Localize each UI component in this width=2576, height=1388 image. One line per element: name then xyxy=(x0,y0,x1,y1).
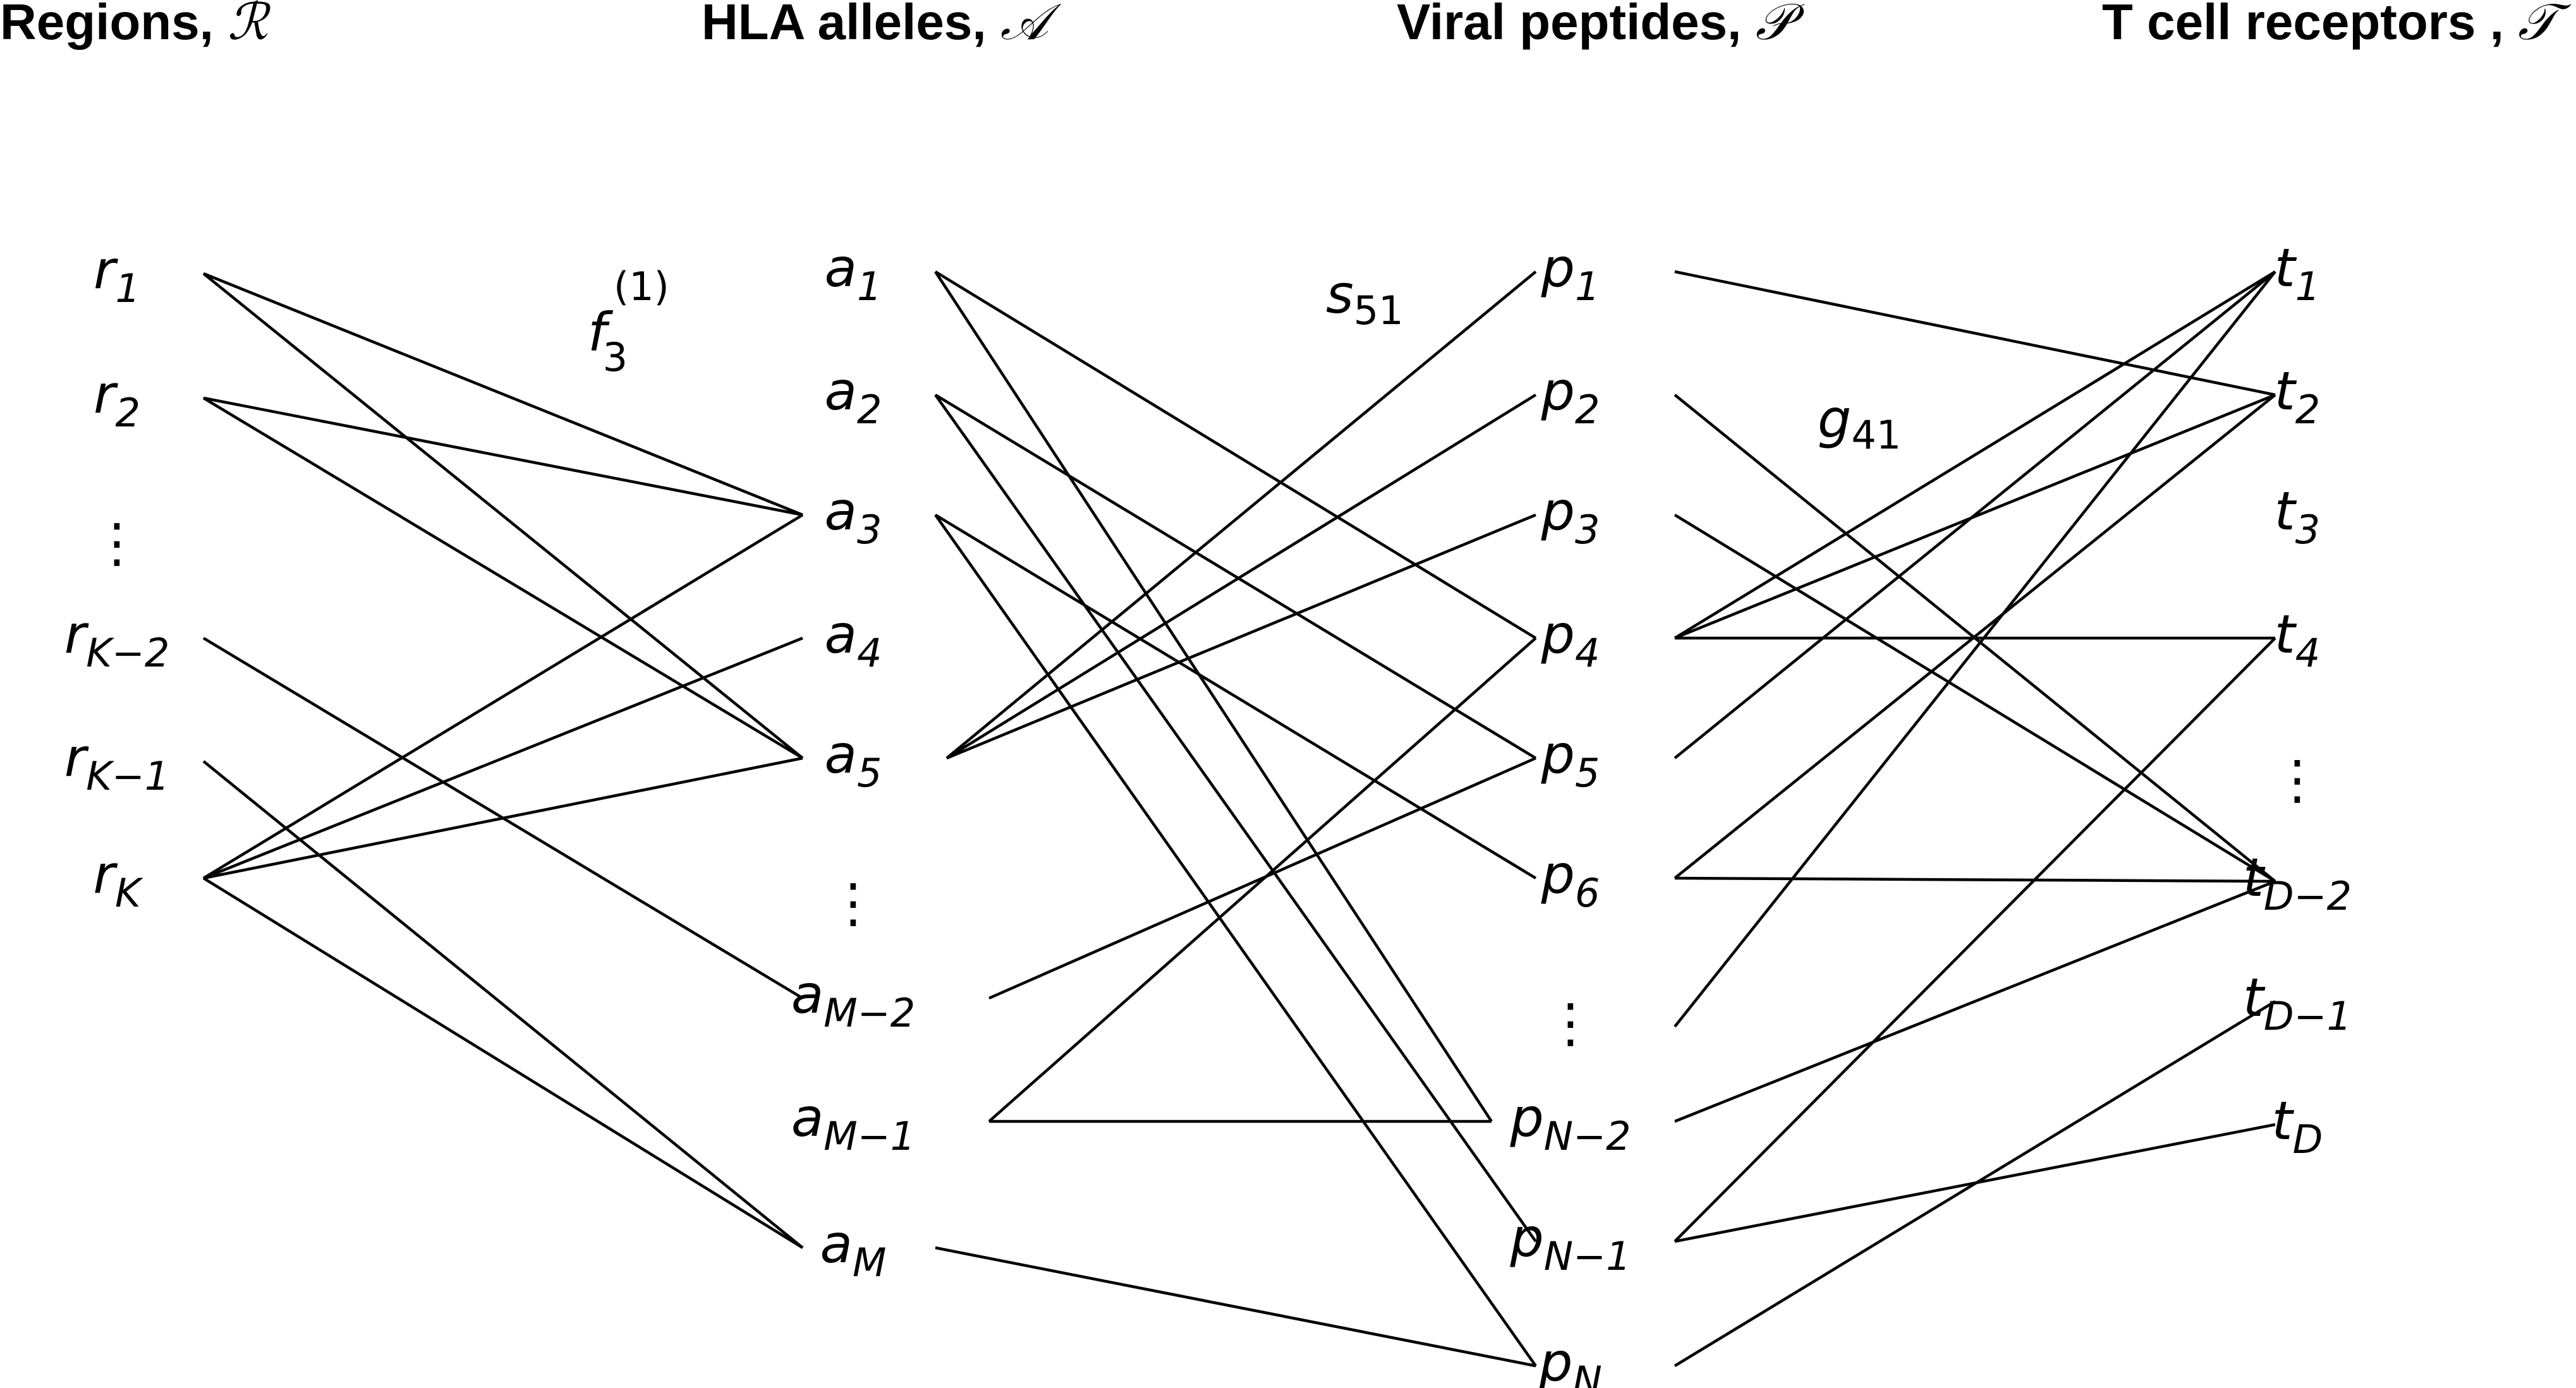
edge-peptides-receptors xyxy=(1674,270,2276,639)
peptides-node: pN−1 xyxy=(1509,1207,1631,1279)
receptors-node: t2 xyxy=(2275,360,2320,433)
receptors-node: t3 xyxy=(2275,480,2320,553)
peptides-node: p5 xyxy=(1541,723,1600,796)
edge-alleles-peptides xyxy=(946,513,1536,760)
alleles-ellipsis: ⋮ xyxy=(827,872,880,934)
peptides-ellipsis: ⋮ xyxy=(1544,992,1597,1054)
alleles-node: aM xyxy=(820,1213,887,1286)
edge-regions-alleles xyxy=(203,272,803,517)
receptors-ellipsis: ⋮ xyxy=(2271,749,2324,811)
peptides-node: p6 xyxy=(1541,843,1600,916)
receptors-node: tD−2 xyxy=(2243,847,2352,919)
edge-peptides-receptors xyxy=(1674,514,2276,883)
edge-label-g: g41 xyxy=(1818,388,1901,458)
edge-regions-alleles xyxy=(202,760,804,1249)
edge-regions-alleles xyxy=(203,636,803,880)
edge-peptides-receptors xyxy=(1674,270,2276,759)
edge-regions-alleles xyxy=(202,877,804,1249)
peptides-node: p4 xyxy=(1541,603,1600,676)
alleles-node: a3 xyxy=(825,480,882,553)
headers-layer: Regions, ℛ HLA alleles, 𝒜 Viral peptides… xyxy=(0,0,2572,51)
edge-peptides-receptors xyxy=(1674,394,2276,879)
edge-peptides-receptors xyxy=(1674,637,2276,1243)
regions-node: rK−1 xyxy=(64,727,170,799)
regions-node: rK−2 xyxy=(64,603,170,676)
edge-alleles-peptides xyxy=(934,514,1537,1367)
edge-regions-alleles xyxy=(203,396,803,517)
regions-node: rK xyxy=(93,843,143,916)
edge-alleles-peptides xyxy=(945,394,1537,759)
regions-ellipsis: ⋮ xyxy=(90,512,143,574)
edge-peptides-receptors xyxy=(1674,879,2276,1123)
edge-alleles-peptides xyxy=(934,270,1537,639)
receptors-node: tD xyxy=(2272,1090,2323,1162)
edge-alleles-peptides xyxy=(934,514,1537,879)
alleles-node: a2 xyxy=(825,360,882,433)
edge-peptides-receptors xyxy=(1674,270,2276,397)
edge-label-s: s51 xyxy=(1326,263,1404,334)
header-t-cell-receptors: T cell receptors , 𝒯 xyxy=(2102,0,2572,51)
edge-label-f: f3(1) xyxy=(588,263,669,380)
edge-regions-alleles xyxy=(202,397,804,759)
alleles-node: aM−2 xyxy=(791,963,915,1036)
alleles-node: a4 xyxy=(825,603,882,676)
regions-node: r2 xyxy=(94,363,140,436)
edge-peptides-receptors xyxy=(1674,876,2276,883)
alleles-node: a1 xyxy=(825,237,882,310)
peptides-node: p3 xyxy=(1541,480,1600,553)
header-viral-peptides: Viral peptides, 𝒫 xyxy=(1397,0,1806,51)
regions-node: r1 xyxy=(94,239,140,311)
edge-alleles-peptides xyxy=(934,270,1493,1123)
receptors-node: t4 xyxy=(2275,603,2320,676)
edge-peptides-receptors xyxy=(1674,1000,2276,1367)
edge-alleles-peptides xyxy=(935,1246,1536,1368)
edge-labels-layer: f3(1) s51 g41 xyxy=(588,263,1901,458)
edge-alleles-peptides xyxy=(934,394,1537,1243)
edge-regions-alleles xyxy=(202,514,804,879)
peptides-node: pN xyxy=(1538,1331,1602,1388)
edge-regions-alleles xyxy=(202,272,804,759)
header-hla-alleles: HLA alleles, 𝒜 xyxy=(702,0,1062,51)
peptides-node: p2 xyxy=(1541,360,1600,433)
alleles-node: a5 xyxy=(825,723,882,796)
nodes-layer: r1 r2 ⋮ rK−2 rK−1 rK a1 a2 a3 a4 a5 ⋮ aM−2 aM−1 aM p1 p2… xyxy=(64,237,2352,1388)
edge-alleles-peptides xyxy=(988,637,1537,1123)
edge-peptides-receptors xyxy=(1674,270,2276,1028)
alleles-node: aM−1 xyxy=(791,1087,915,1159)
receptors-node: t1 xyxy=(2275,237,2320,310)
peptides-node: pN−2 xyxy=(1509,1087,1631,1159)
header-regions: Regions, ℛ xyxy=(0,0,271,51)
edge-regions-alleles xyxy=(203,756,803,880)
edges-layer xyxy=(202,270,2276,1368)
edge-alleles-peptides xyxy=(934,394,1537,759)
receptors-node: tD−1 xyxy=(2243,967,2352,1039)
edge-alleles-peptides xyxy=(945,270,1537,759)
peptides-node: p1 xyxy=(1541,237,1600,310)
